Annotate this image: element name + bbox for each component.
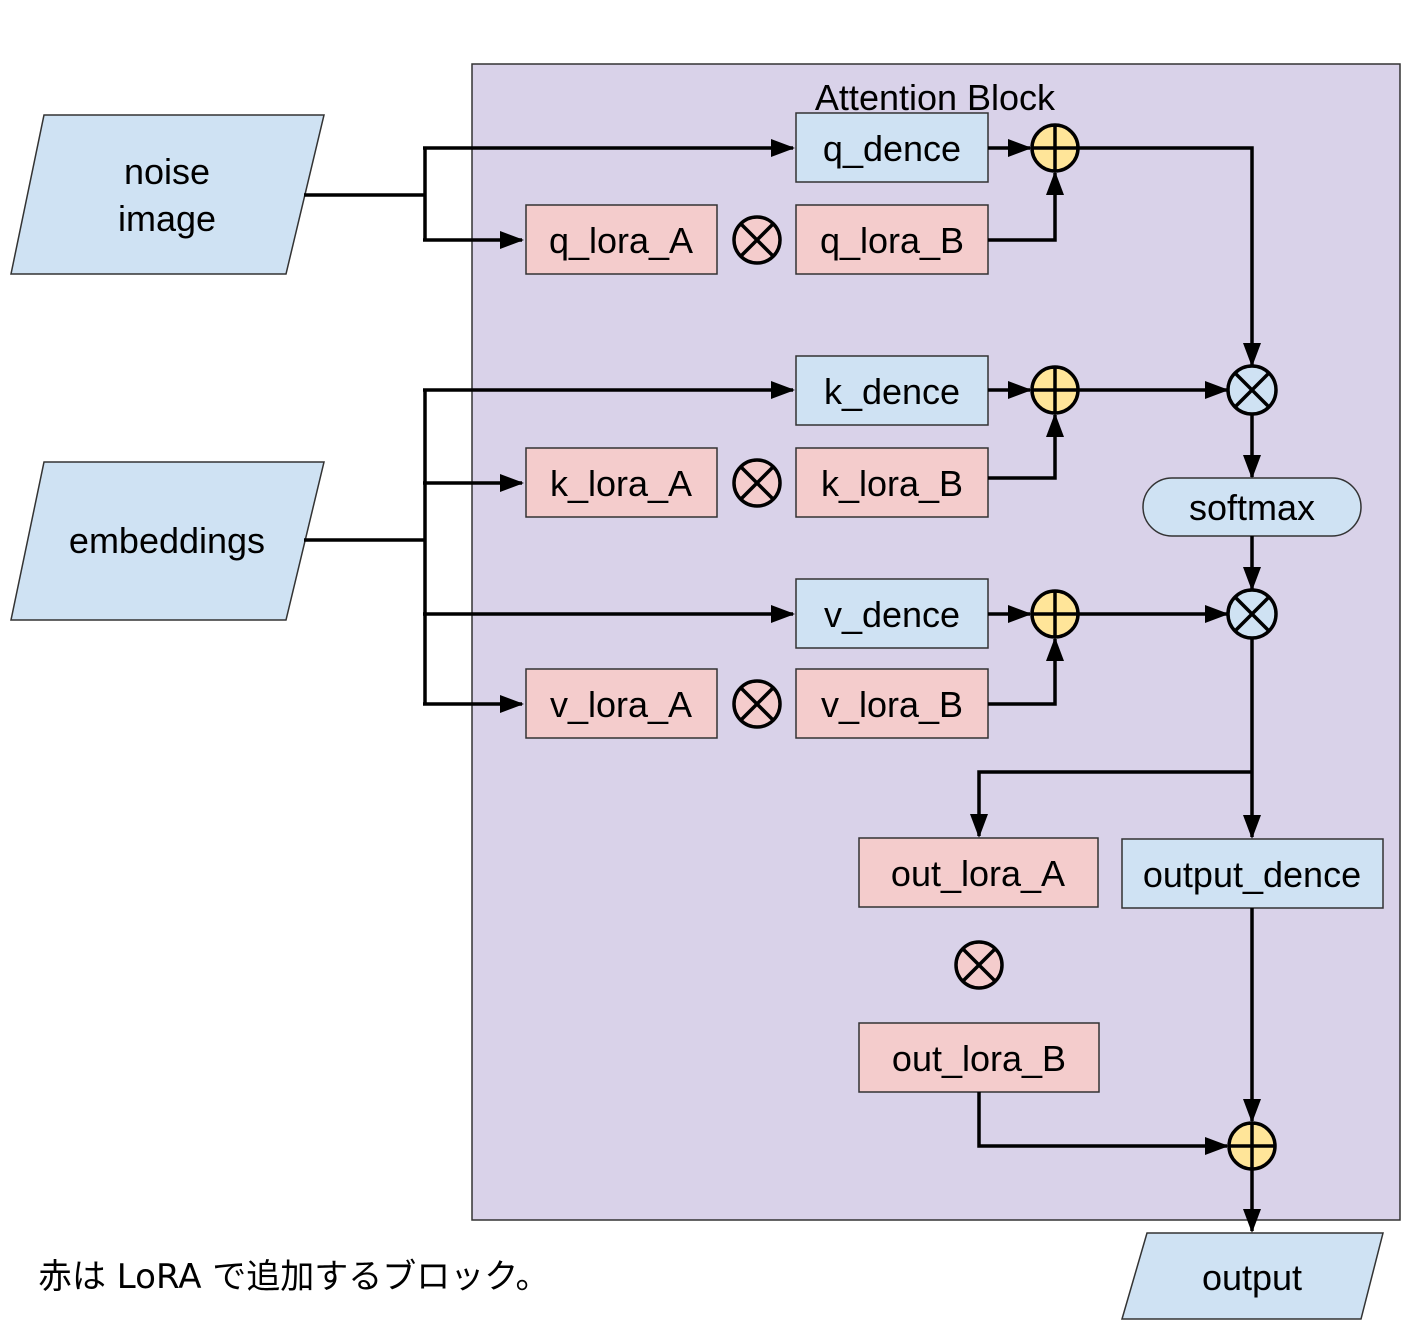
k-lora-b-box [795,447,989,518]
wire-q-to-qk-multiply [1078,146,1261,367]
k-lora-a-box [525,447,718,518]
v-dence-label: v_dence [824,594,960,635]
out-lora-b-box [858,1022,1100,1093]
v-lora-multiply-icon [732,679,782,729]
attention-block-title: Attention Block [815,77,1056,118]
wire-out-lora-b-to-add [977,1092,1229,1155]
v-lora-a-box [525,668,718,739]
embeddings-label: embeddings [69,520,265,561]
out-lora-a-label: out_lora_A [891,853,1065,894]
wire-k-lora-b-to-add [988,413,1064,480]
q-dence-box [795,112,989,183]
q-lora-b-box [795,204,989,275]
qk-multiply-icon [1226,364,1278,416]
q-lora-a-box [525,204,718,275]
output-dence-box [1121,838,1384,909]
output-add-icon [1227,1121,1277,1171]
wire-v-lora-b-to-add [988,637,1064,706]
out-lora-a-box [858,837,1099,908]
v-lora-b-label: v_lora_B [821,684,963,725]
v-lora-b-box [795,668,989,739]
wire-emb-trunk [304,390,427,704]
v-dence-box [795,578,989,649]
wire-q-lora-b-to-add [988,171,1064,242]
embeddings-input [10,461,325,621]
q-lora-multiply-icon [732,215,782,265]
output-node [1121,1232,1384,1320]
q-dence-label: q_dence [823,128,961,169]
v-lora-a-label: v_lora_A [550,684,692,725]
lora-note: 赤は LoRA で追加するブロック。 [38,1257,550,1297]
sv-multiply-icon [1226,588,1278,640]
out-lora-b-label: out_lora_B [892,1038,1066,1079]
output-dence-label: output_dence [1143,854,1361,895]
v-add-icon [1030,589,1080,639]
wire-noise-trunk [304,148,427,240]
k-dence-box [795,355,989,426]
q-lora-a-label: q_lora_A [549,220,693,261]
softmax-label: softmax [1189,487,1315,528]
k-lora-multiply-icon [732,458,782,508]
q-lora-b-label: q_lora_B [820,220,964,261]
wire-sv-to-out-lora-a [970,770,1252,838]
noise-image-label-line2: image [118,198,216,239]
out-lora-multiply-icon [954,940,1004,990]
k-add-icon [1030,365,1080,415]
k-lora-b-label: k_lora_B [821,463,963,504]
q-add-icon [1030,123,1080,173]
noise-image-input [10,114,325,275]
k-dence-label: k_dence [824,371,960,412]
k-lora-a-label: k_lora_A [550,463,692,504]
noise-image-label-line1: noise [124,151,210,192]
output-label: output [1202,1257,1302,1298]
